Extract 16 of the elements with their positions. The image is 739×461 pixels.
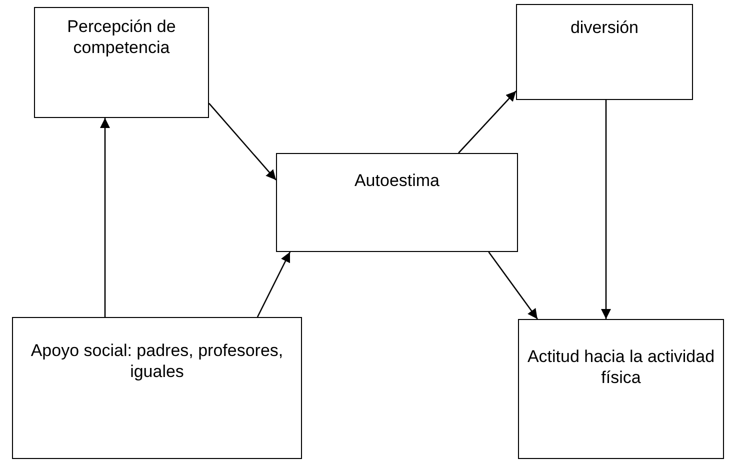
box-label: Apoyo social: padres, profesores, iguales — [30, 340, 284, 382]
process-box — [516, 4, 693, 100]
process-box — [276, 153, 518, 252]
arrow — [601, 100, 611, 319]
process-box — [518, 319, 724, 459]
arrow — [100, 118, 110, 317]
box-label: diversión — [570, 17, 639, 38]
arrow — [208, 102, 276, 180]
arrow — [256, 252, 291, 318]
process-box — [34, 7, 209, 118]
arrow — [458, 90, 516, 154]
box-label: Actitud hacia la actividad física — [527, 346, 715, 388]
box-label: Autoestima — [354, 170, 440, 191]
arrow — [488, 252, 538, 320]
process-box — [12, 317, 302, 459]
box-label: Percepción de competencia — [66, 16, 177, 58]
